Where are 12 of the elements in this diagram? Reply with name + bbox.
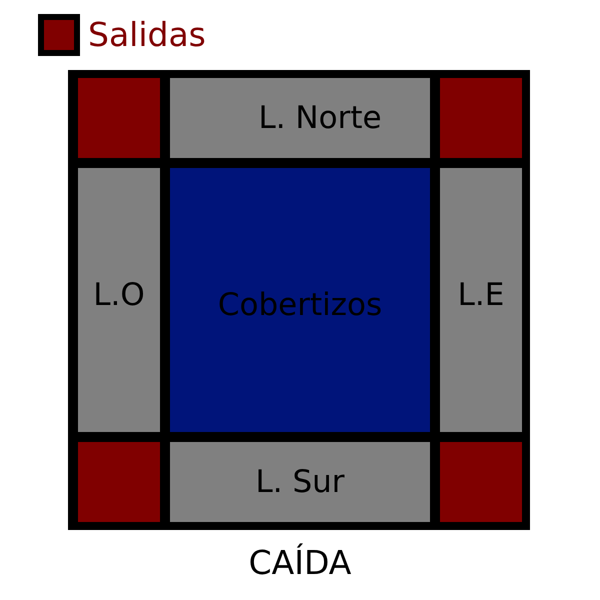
corner-square: [78, 78, 160, 158]
zone-panel: L.O: [78, 168, 160, 432]
plan-frame: [68, 70, 530, 530]
legend-label: Salidas: [88, 14, 206, 56]
zone-panel: L. Norte: [170, 78, 430, 158]
corner-square: [440, 78, 522, 158]
corner-square: [440, 442, 522, 522]
zone-panel: L.E: [440, 168, 522, 432]
corner-square: [78, 442, 160, 522]
zone-panel: L. Sur: [170, 442, 430, 522]
center-panel: Cobertizos: [170, 168, 430, 432]
side-label: CAÍDA: [248, 543, 352, 582]
